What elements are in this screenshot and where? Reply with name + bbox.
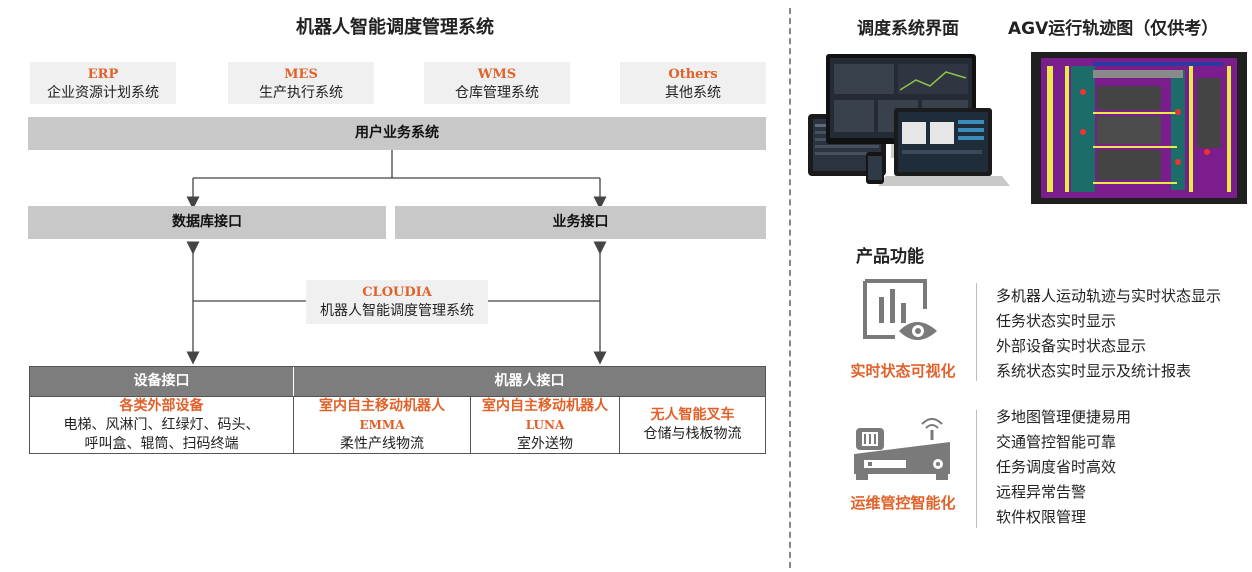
robot-cell-luna-code: LUNA — [525, 418, 565, 432]
user-business-bar: 用户业务系统 — [28, 117, 766, 150]
robot-cell-forklift: 无人智能叉车 仓储与栈板物流 — [619, 396, 765, 453]
cloudia-name: 机器人智能调度管理系统 — [320, 303, 474, 319]
robot-cell-forklift-title: 无人智能叉车 — [650, 407, 735, 423]
feature-item: 系统状态实时显示及统计报表 — [996, 362, 1192, 380]
others-code: Others — [668, 67, 718, 82]
group1-label: 实时状态可视化 — [850, 362, 956, 380]
group1-divider — [976, 283, 977, 381]
erp-code: ERP — [87, 67, 119, 82]
robot-cell-luna-desc: 室外送物 — [517, 436, 573, 452]
device-cell: 各类外部设备 电梯、风淋门、红绿灯、码头、 呼叫盒、辊筒、扫码终端 — [30, 396, 293, 453]
robot-cell-luna-title: 室内自主移动机器人 — [482, 398, 608, 414]
robot-cell-luna: 室内自主移动机器人 LUNA 室外送物 — [470, 396, 619, 453]
robot-cell-forklift-desc: 仓储与栈板物流 — [643, 426, 742, 442]
devices-mockup-image — [808, 54, 1010, 186]
mes-box: MES 生产执行系统 — [228, 62, 374, 104]
group1-features: 多机器人运动轨迹与实时状态显示 任务状态实时显示 外部设备实时状态显示 系统状态… — [996, 284, 1221, 384]
monitor-eye-icon — [863, 279, 937, 340]
section-divider — [789, 8, 791, 568]
feature-item: 交通管控智能可靠 — [996, 433, 1117, 451]
feature-item: 外部设备实时状态显示 — [996, 337, 1147, 355]
others-name: 其他系统 — [665, 85, 721, 101]
cloudia-box: CLOUDIA 机器人智能调度管理系统 — [306, 280, 488, 324]
device-cell-line2: 呼叫盒、辊筒、扫码终端 — [84, 436, 239, 452]
others-box: Others 其他系统 — [620, 62, 766, 104]
device-cell-title: 各类外部设备 — [119, 398, 204, 414]
wms-code: WMS — [477, 67, 517, 82]
feature-item: 远程异常告警 — [996, 483, 1087, 501]
feature-item: 多地图管理便捷易用 — [996, 408, 1132, 426]
robot-cell-emma-code: EMMA — [359, 418, 405, 432]
feature-item: 任务调度省时高效 — [996, 458, 1117, 476]
agv-title: AGV运行轨迹图（仅供考） — [1008, 19, 1219, 39]
erp-name: 企业资源计划系统 — [47, 85, 159, 101]
cloudia-code: CLOUDIA — [362, 285, 432, 300]
biz-interface-bar: 业务接口 — [395, 206, 766, 239]
group2-features: 多地图管理便捷易用 交通管控智能可靠 任务调度省时高效 远程异常告警 软件权限管… — [996, 405, 1131, 530]
db-interface-bar: 数据库接口 — [28, 206, 386, 239]
page-title: 机器人智能调度管理系统 — [296, 17, 494, 38]
robot-cell-emma-title: 室内自主移动机器人 — [319, 398, 445, 414]
ui-title: 调度系统界面 — [857, 19, 959, 39]
mes-name: 生产执行系统 — [259, 85, 343, 101]
group2-label: 运维管控智能化 — [850, 494, 956, 512]
interface-table: 设备接口 机器人接口 各类外部设备 电梯、风淋门、红绿灯、码头、 呼叫盒、辊筒、… — [29, 366, 766, 454]
functions-title: 产品功能 — [856, 247, 924, 267]
mes-code: MES — [284, 67, 318, 82]
robot-cell-emma: 室内自主移动机器人 EMMA 柔性产线物流 — [293, 396, 470, 453]
feature-item: 多机器人运动轨迹与实时状态显示 — [996, 287, 1222, 305]
feature-item: 软件权限管理 — [996, 508, 1087, 526]
router-control-icon — [854, 418, 950, 480]
robot-cell-emma-desc: 柔性产线物流 — [340, 436, 424, 452]
group2-divider — [976, 410, 977, 528]
device-cell-line1: 电梯、风淋门、红绿灯、码头、 — [63, 417, 260, 433]
erp-box: ERP 企业资源计划系统 — [30, 62, 176, 104]
wms-name: 仓库管理系统 — [455, 85, 539, 101]
feature-item: 任务状态实时显示 — [996, 312, 1117, 330]
wms-box: WMS 仓库管理系统 — [424, 62, 570, 104]
agv-trajectory-map-image — [1031, 52, 1247, 204]
robot-interface-header: 机器人接口 — [293, 367, 765, 396]
device-interface-header: 设备接口 — [30, 367, 293, 396]
